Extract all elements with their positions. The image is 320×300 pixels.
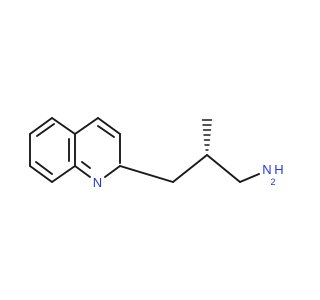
side-chain: [119, 154, 260, 183]
amine-hydrogen-label: H: [274, 162, 283, 177]
bond: [29, 165, 53, 183]
amine-nitrogen-label: N: [262, 162, 271, 177]
ring-nitrogen-label: N: [93, 175, 102, 190]
bond: [29, 117, 53, 135]
bond: [97, 117, 121, 135]
double-bond-inner: [35, 161, 53, 175]
structure-canvas: N N H 2: [29, 117, 284, 190]
bond: [119, 165, 174, 183]
benzene-ring: [29, 117, 76, 183]
bond: [172, 154, 208, 183]
double-bond-inner: [36, 123, 55, 137]
double-bond-inner: [97, 125, 115, 138]
bond: [51, 117, 76, 135]
amine-hydrogen-subscript: 2: [270, 177, 275, 187]
bond: [239, 173, 260, 183]
bond: [74, 165, 91, 178]
molecule-diagram: N N H 2: [29, 117, 284, 190]
hashed-wedge-methyl: [201, 119, 213, 151]
pyridine-ring: [74, 117, 121, 178]
bond: [104, 165, 121, 178]
bond: [206, 154, 241, 183]
bond: [51, 165, 76, 183]
double-bond-inner: [81, 161, 91, 169]
bond: [74, 117, 99, 135]
